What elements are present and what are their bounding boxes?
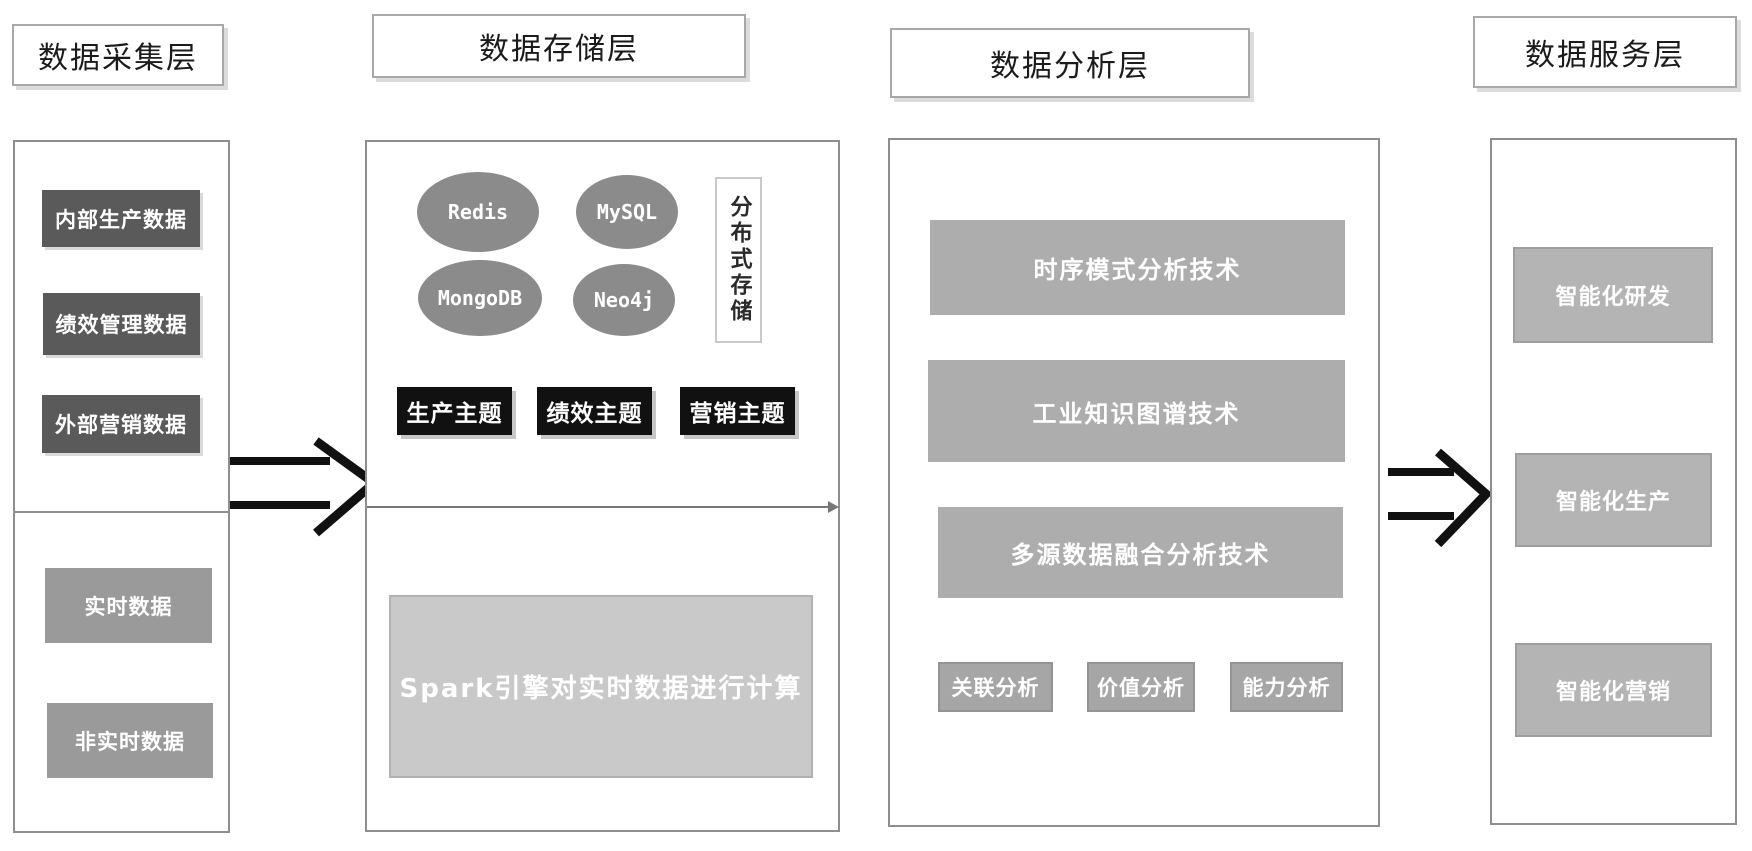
header-data-storage-layer: 数据存储层 [372,14,746,78]
box-capability-analysis-label: 能力分析 [1242,676,1331,700]
box-realtime-data-label: 实时数据 [84,594,173,619]
box-spark-engine-label: Spark引擎对实时数据进行计算 [399,674,803,704]
ellipse-mysql-label: MySQL [596,200,658,224]
box-production-theme: 生产主题 [397,387,512,435]
box-multisource-fusion-analysis: 多源数据融合分析技术 [938,507,1343,598]
box-performance-theme-label: 绩效主题 [546,401,643,427]
header-data-service-layer: 数据服务层 [1473,16,1737,88]
flow-arrow-collection-to-storage-icon [230,437,380,537]
box-intelligent-marketing: 智能化营销 [1515,643,1712,737]
box-non-realtime-data: 非实时数据 [47,703,213,778]
box-timeseries-pattern-analysis-label: 时序模式分析技术 [1033,256,1242,284]
ellipse-neo4j-label: Neo4j [593,288,655,312]
box-marketing-theme-label: 营销主题 [689,401,786,427]
box-multisource-fusion-analysis-label: 多源数据融合分析技术 [1010,541,1271,569]
ellipse-redis: Redis [417,172,539,252]
box-internal-production-data-label: 内部生产数据 [55,207,187,232]
ellipse-redis-label: Redis [447,200,509,224]
header-data-collection-layer: 数据采集层 [12,24,224,86]
box-non-realtime-data-label: 非实时数据 [75,729,185,754]
box-performance-theme: 绩效主题 [537,387,652,435]
box-distributed-storage: 分布式存储 [715,177,762,343]
box-intelligent-rnd: 智能化研发 [1513,247,1713,343]
box-external-marketing-data: 外部营销数据 [42,395,200,453]
box-external-marketing-data-label: 外部营销数据 [55,413,187,437]
storage-internal-arrow-icon [367,501,839,513]
ellipse-mongodb: MongoDB [418,260,542,336]
box-capability-analysis: 能力分析 [1230,662,1343,712]
ellipse-neo4j: Neo4j [573,264,675,336]
box-intelligent-marketing-label: 智能化营销 [1555,680,1671,705]
box-industrial-knowledge-graph-label: 工业知识图谱技术 [1032,399,1241,428]
ellipse-mongodb-label: MongoDB [437,286,523,310]
box-marketing-theme: 营销主题 [680,387,795,435]
flow-arrow-analysis-to-service-icon [1388,448,1492,548]
header-data-storage-label: 数据存储层 [479,32,639,67]
box-realtime-data: 实时数据 [45,568,212,643]
box-association-analysis-label: 关联分析 [951,676,1040,700]
box-value-analysis: 价值分析 [1087,662,1195,712]
box-internal-production-data: 内部生产数据 [42,190,200,247]
box-association-analysis: 关联分析 [938,662,1053,712]
box-intelligent-production: 智能化生产 [1515,453,1712,547]
header-data-analysis-layer: 数据分析层 [890,28,1250,98]
box-value-analysis-label: 价值分析 [1097,676,1185,700]
box-industrial-knowledge-graph: 工业知识图谱技术 [928,360,1345,462]
box-timeseries-pattern-analysis: 时序模式分析技术 [930,220,1345,315]
box-intelligent-production-label: 智能化生产 [1555,490,1671,515]
box-intelligent-rnd-label: 智能化研发 [1555,285,1671,310]
box-performance-management-data: 绩效管理数据 [43,293,200,355]
collection-panel-divider [13,511,230,513]
ellipse-mysql: MySQL [576,175,678,249]
header-data-collection-label: 数据采集层 [38,41,198,76]
box-spark-engine: Spark引擎对实时数据进行计算 [389,595,813,778]
header-data-analysis-label: 数据分析层 [990,49,1150,84]
box-production-theme-label: 生产主题 [406,401,503,427]
header-data-service-label: 数据服务层 [1525,38,1685,73]
box-performance-management-data-label: 绩效管理数据 [55,313,188,337]
box-distributed-storage-label: 分布式存储 [726,195,752,325]
